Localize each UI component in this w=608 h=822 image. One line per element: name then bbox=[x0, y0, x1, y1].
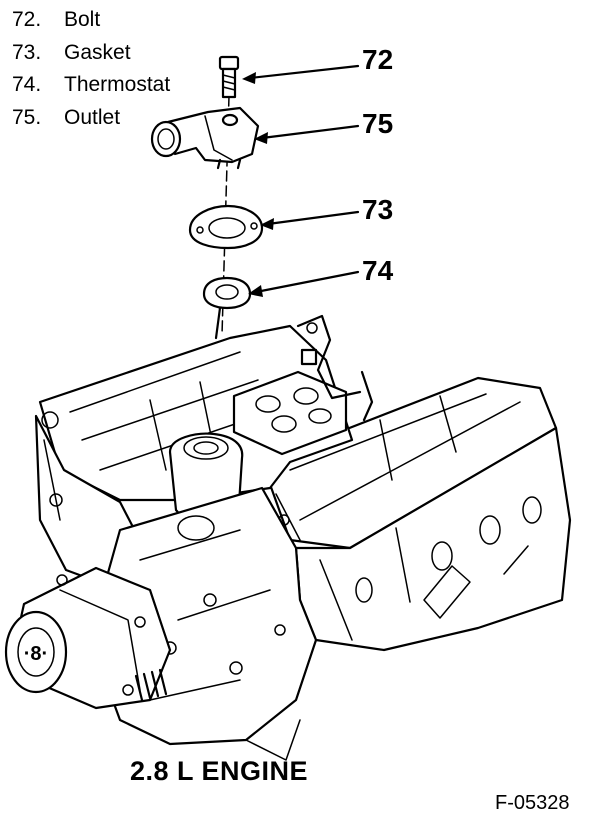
cover-ribs bbox=[134, 668, 168, 702]
callout-75: 75 bbox=[362, 108, 394, 139]
parts-legend: 72. Bolt 73. Gasket 74. Thermostat 75. O… bbox=[12, 4, 170, 134]
legend-item-bolt: 72. Bolt bbox=[12, 4, 170, 37]
callout-leaders bbox=[242, 64, 360, 297]
legend-label: Thermostat bbox=[64, 73, 171, 96]
legend-number: 74. bbox=[12, 73, 42, 96]
legend-number: 72. bbox=[12, 8, 42, 31]
legend-number: 73. bbox=[12, 40, 42, 64]
outlet-part bbox=[150, 106, 260, 170]
engine-block bbox=[4, 314, 572, 761]
thermostat-part bbox=[202, 276, 252, 340]
bolt-part bbox=[218, 55, 240, 99]
legend-number: 75. bbox=[12, 105, 42, 129]
figure-id: F-05328 bbox=[495, 792, 570, 814]
legend-label: Bolt bbox=[64, 8, 101, 31]
legend-label: Gasket bbox=[64, 40, 131, 64]
callout-73: 73 bbox=[362, 194, 394, 225]
legend-item-outlet: 75. Outlet bbox=[12, 102, 170, 135]
callout-74: 74 bbox=[362, 255, 394, 286]
callout-72: 72 bbox=[362, 44, 394, 75]
legend-label: Outlet bbox=[64, 105, 121, 129]
gasket-part bbox=[188, 204, 264, 250]
pulley-mark: ·8· bbox=[24, 643, 48, 665]
legend-item-gasket: 73. Gasket bbox=[12, 37, 170, 70]
diagram-caption: 2.8 L ENGINE bbox=[130, 756, 309, 786]
legend-item-thermostat: 74. Thermostat bbox=[12, 69, 170, 102]
